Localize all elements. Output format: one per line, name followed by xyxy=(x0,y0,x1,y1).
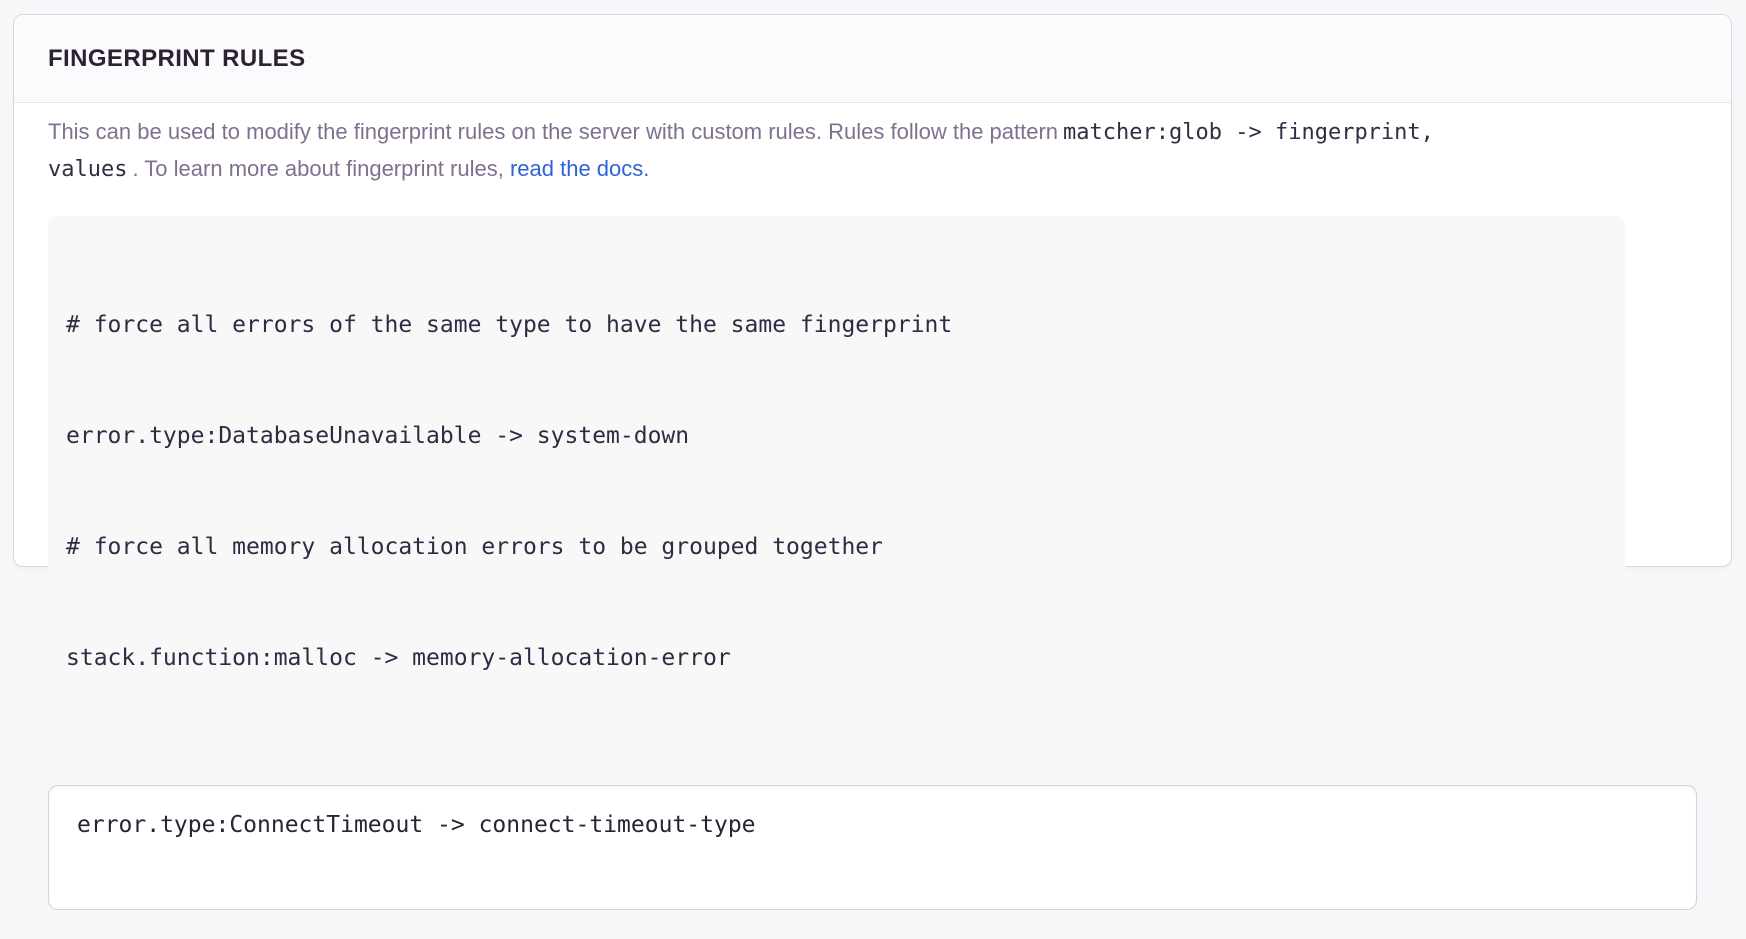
description-part-2: . To learn more about fingerprint rules, xyxy=(132,156,510,181)
description-suffix: . xyxy=(643,156,650,181)
example-code-line: # force all memory allocation errors to … xyxy=(66,534,883,560)
panel-body: This can be used to modify the fingerpri… xyxy=(14,103,1731,939)
fingerprint-rules-input[interactable]: error.type:ConnectTimeout -> connect-tim… xyxy=(48,785,1697,910)
panel-header: FINGERPRINT RULES xyxy=(14,15,1731,103)
pattern-inline-code: matcher:glob -> fingerprint, values xyxy=(48,120,1434,182)
description-part-1: This can be used to modify the fingerpri… xyxy=(48,119,1059,144)
pattern-code-line1: matcher:glob -> fingerprint, xyxy=(1063,120,1434,145)
example-code-line: error.type:DatabaseUnavailable -> system… xyxy=(66,423,690,449)
example-code-line: # force all errors of the same type to h… xyxy=(66,312,953,338)
example-code-line: stack.function:malloc -> memory-allocati… xyxy=(66,645,731,671)
pattern-code-line2: values xyxy=(48,157,128,182)
read-the-docs-link[interactable]: read the docs xyxy=(509,156,644,181)
fingerprint-rules-panel: FINGERPRINT RULES This can be used to mo… xyxy=(13,14,1732,910)
description-text: This can be used to modify the fingerpri… xyxy=(48,114,1697,188)
example-code-block: # force all errors of the same type to h… xyxy=(48,216,1625,768)
panel-title: FINGERPRINT RULES xyxy=(48,44,306,72)
